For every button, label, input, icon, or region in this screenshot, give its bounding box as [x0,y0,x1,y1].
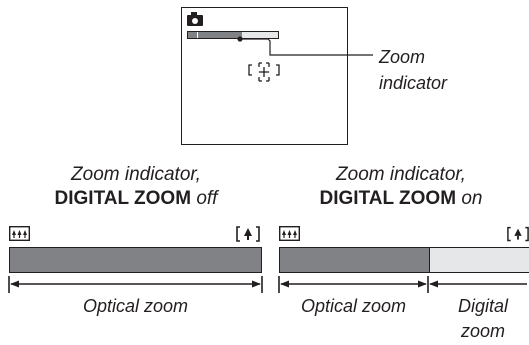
digital-zoom-bar [279,247,529,273]
optical-zoom-label: Optical zoom [300,296,407,316]
callout-line1: Zoom [379,47,426,67]
wide-angle-icon [279,226,301,242]
digital-zoom-line1: Digital [457,296,509,316]
digital-zoom-label: Digital zoom [440,294,526,344]
callout-line2: indicator [379,73,448,93]
telephoto-icon [236,226,260,242]
digital-zoom-line2: zoom [460,321,505,341]
left-caption-line1: Zoom indicator, [71,164,201,185]
focus-frame-icon [248,62,280,82]
camera-lcd-screen [181,7,348,145]
right-caption-state: on [461,188,483,209]
optical-zoom-label: Optical zoom [82,296,189,316]
left-caption: Zoom indicator, DIGITAL ZOOM off [8,163,264,211]
wide-angle-icon [9,226,31,242]
zoom-indicator-fill [188,32,242,38]
telephoto-icon [507,226,529,242]
left-caption-state: off [196,188,218,209]
zoom-indicator-tick [197,32,198,38]
camera-icon [187,12,203,26]
right-caption-line1: Zoom indicator, [336,164,466,185]
zoom-indicator-bar [187,31,279,39]
optical-segment [280,248,429,272]
right-caption-bold: DIGITAL ZOOM [319,188,457,209]
optical-zoom-bar [9,247,262,273]
digital-segment [429,248,529,272]
left-caption-bold: DIGITAL ZOOM [54,188,192,209]
right-caption: Zoom indicator, DIGITAL ZOOM on [273,163,529,211]
zoom-indicator-callout: Zoom indicator [379,44,447,96]
